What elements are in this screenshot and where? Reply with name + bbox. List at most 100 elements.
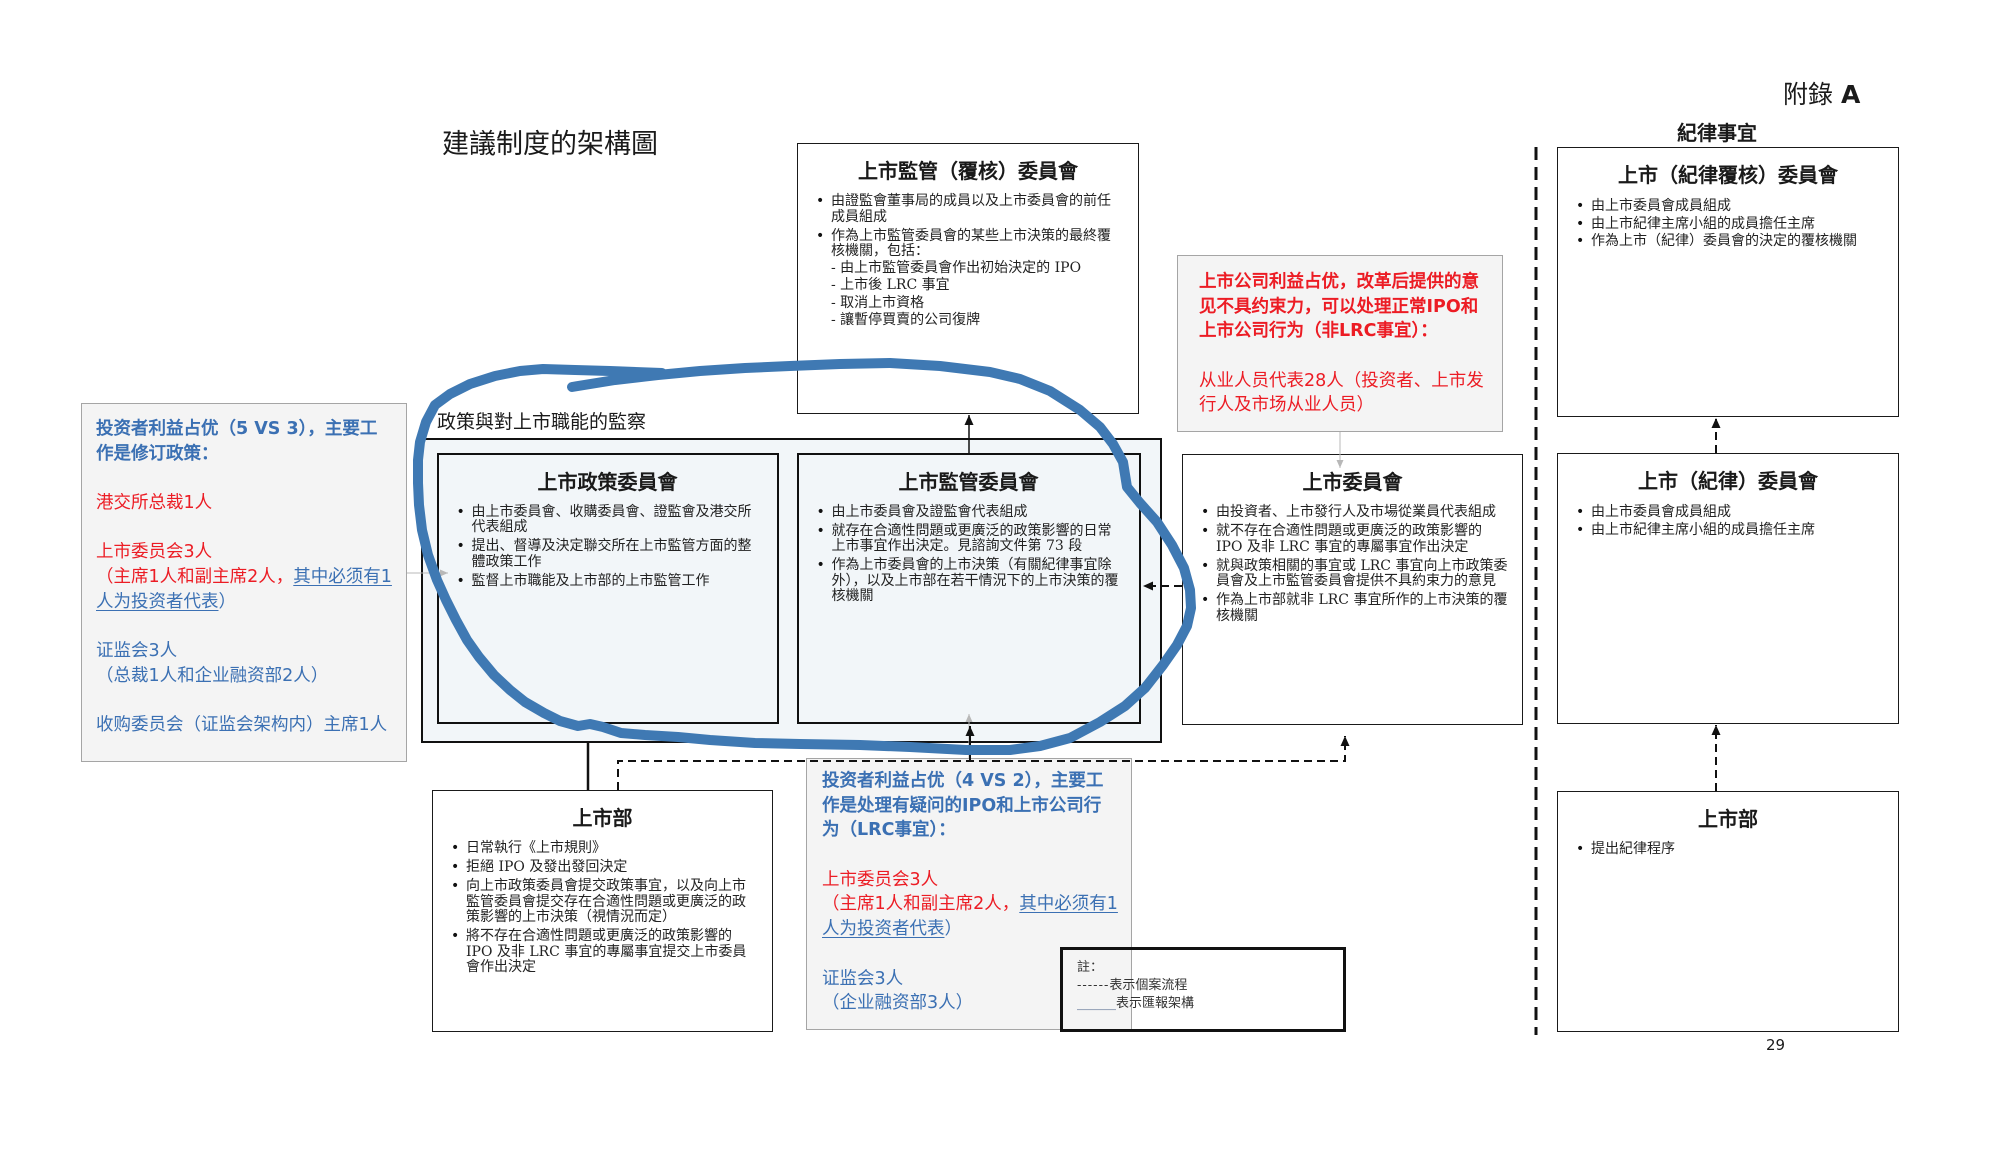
bullet-item: 作為上市部就非 LRC 事宜所作的上市決策的覆核機關 [1201,592,1508,624]
bullet-list: 由上市委員會成員組成 由上市紀律主席小組的成員擔任主席 作為上市（紀律）委員會的… [1558,198,1898,251]
note-heading-line: 作是处理有疑问的IPO和上市公司行 [822,795,1102,816]
box-title: 上市監管委員會 [898,469,1039,494]
box-title: 上市部 [1698,807,1758,831]
solid-line-icon: ______ [1077,996,1116,1011]
listing-committee-box: 上市委員會 由投資者、上市發行人及市場從業員代表組成 就不存在合適性問題或更廣泛… [1182,454,1523,725]
disciplinary-committee-box: 上市（紀律）委員會 由上市委員會成員組成 由上市紀律主席小組的成員擔任主席 [1557,453,1899,724]
listing-committee-count-line: 上市委员会3人 [822,869,939,890]
legend-item-case-flow: ------表示個案流程 [1077,977,1343,995]
note-heading-line: 上市公司行为（非LRC事宜）： [1199,321,1438,342]
box-title: 上市部 [572,806,633,830]
bullet-item: 由上市委員會成員組成 [1576,504,1884,522]
legend-label: 表示個案流程 [1109,978,1188,993]
disciplinary-review-committee-box: 上市（紀律覆核）委員會 由上市委員會成員組成 由上市紀律主席小組的成員擔任主席 … [1557,147,1899,417]
bullet-item: 就存在合適性問題或更廣泛的政策影響的日常上市事宜作出決定。見諮詢文件第 73 段 [817,523,1125,555]
appendix-word: 附錄 [1783,80,1834,109]
sub-item: - 上市後 LRC 事宜 [831,277,950,293]
note-heading-line: 为（LRC事宜）： [822,820,956,841]
bullet-item: 由上市委員會及證監會代表組成 [817,504,1125,521]
spacer [822,843,1131,868]
listing-committee-composition-note: 上市公司利益占优，改革后提供的意 见不具约束力，可以处理正常IPO和 上市公司行… [1177,255,1503,432]
legend-item-reporting: ______表示匯報架構 [1077,995,1343,1013]
detail-text: （主席1人和副主席2人， [96,567,294,588]
listing-department-discipline-box: 上市部 提出紀律程序 [1557,791,1899,1032]
members-line: 从业人员代表28人（投资者、上市发 [1199,370,1484,391]
listing-committee-detail-line: 人为投资者代表） [822,917,1131,942]
investor-rep-text: 人为投资者代表 [822,919,945,940]
policy-group-label: 政策與對上市職能的監察 [437,411,647,433]
bullet-item: 提出、督導及決定聯交所在上市監管方面的整體政策工作 [457,538,763,570]
bullet-item: 由證監會董事局的成員以及上市委員會的前任成員組成 [816,193,1124,225]
note-heading-line: 投资者利益占优（4 VS 2），主要工 [822,771,1104,791]
bullet-item: 日常執行《上市規則》 [451,840,758,857]
listing-committee-detail-line: 人为投资者代表） [96,590,406,615]
policy-committee-composition-note: 投资者利益占优（5 VS 3），主要工 作是修订政策： 港交所总裁1人 上市委员… [81,403,407,762]
bullet-item: 由上市紀律主席小組的成員擔任主席 [1576,522,1884,540]
listing-review-committee-box: 上市監管（覆核）委員會 由證監會董事局的成員以及上市委員會的前任成員組成 作為上… [797,143,1139,414]
bullet-item: 將不存在合適性問題或更廣泛的政策影響的IPO 及非 LRC 事宜的專屬事宜提交上… [451,928,758,976]
bullet-list: 由上市委員會成員組成 由上市紀律主席小組的成員擔任主席 [1558,504,1898,539]
box-title: 上市（紀律）委員會 [1638,469,1818,493]
bullet-list: 由投資者、上市發行人及市場從業員代表組成 就不存在合適性問題或更廣泛的政策影響的… [1183,504,1522,624]
hkex-ceo-line: 港交所总裁1人 [96,493,213,514]
investor-rep-text: 其中必须有1 [293,567,392,588]
bullet-item: 作為上市委員會的上市決策（有關紀律事宜除外），以及上市部在若干情況下的上市決策的… [817,557,1125,605]
note-heading-line: 作是修订政策： [96,443,219,464]
investor-rep-text: 其中必须有1 [1019,894,1118,915]
bullet-list: 由上市委員會、收購委員會、證監會及港交所代表組成 提出、督導及決定聯交所在上市監… [439,504,777,590]
bullet-item: 監督上市職能及上市部的上市監管工作 [457,573,763,590]
bullet-item: 向上市政策委員會提交政策事宜，以及向上市監管委員會提交存在合適性問題或更廣泛的政… [451,878,758,926]
spacer [1199,344,1502,369]
appendix-letter: A [1840,80,1861,109]
legend-label: 表示匯報架構 [1116,996,1195,1011]
bullet-list: 提出紀律程序 [1558,841,1898,858]
spacer [96,466,406,491]
listing-committee-detail-line: （主席1人和副主席2人，其中必须有1 [96,565,406,590]
dashed-line-icon: ------ [1077,978,1110,993]
box-title: 上市監管（覆核）委員會 [858,159,1078,183]
detail-close: ） [218,591,237,612]
page-title: 建議制度的架構圖 [442,129,658,160]
bullet-list: 日常執行《上市規則》 拒絕 IPO 及發出發回決定 向上市政策委員會提交政策事宜… [433,840,772,976]
bullet-item: 由上市紀律主席小組的成員擔任主席 [1576,216,1884,234]
legend-heading: 註： [1077,960,1104,975]
policy-oversight-group-box: 上市政策委員會 由上市委員會、收購委員會、證監會及港交所代表組成 提出、督導及決… [421,438,1162,743]
takeovers-panel-line: 收购委员会（证监会架构内）主席1人 [96,715,388,736]
members-line: 行人及市场从业人员） [1199,395,1374,416]
listing-policy-committee-box: 上市政策委員會 由上市委員會、收購委員會、證監會及港交所代表組成 提出、督導及決… [436,452,779,724]
bullet-item: 就與政策相關的事宜或 LRC 事宜向上市政策委員會及上市監管委員會提供不具約束力… [1201,558,1508,590]
bullet-item: 就不存在合適性問題或更廣泛的政策影響的IPO 及非 LRC 事宜的專屬事宜作出決… [1201,523,1508,555]
listing-committee-detail-line: （主席1人和副主席2人，其中必须有1 [822,892,1131,917]
bullet-list: 由證監會董事局的成員以及上市委員會的前任成員組成 作為上市監管委員會的某些上市決… [798,193,1138,260]
sub-item: - 取消上市資格 [831,294,925,311]
bullet-item: 由上市委員會、收購委員會、證監會及港交所代表組成 [457,504,763,536]
detail-close: ） [944,919,963,940]
bullet-item: 提出紀律程序 [1576,841,1884,858]
spacer [96,615,406,640]
note-heading-line: 上市公司利益占优，改革后提供的意 [1199,272,1479,292]
bullet-list: 由上市委員會及證監會代表組成 就存在合適性問題或更廣泛的政策影響的日常上市事宜作… [799,504,1139,605]
sfc-detail-line: （总裁1人和企业融资部2人） [96,665,329,686]
note-heading-line: 投资者利益占优（5 VS 3），主要工 [96,419,378,439]
appendix-label: 附錄 A [1783,80,1860,110]
listing-department-box: 上市部 日常執行《上市規則》 拒絕 IPO 及發出發回決定 向上市政策委員會提交… [432,790,773,1032]
sfc-detail-line: （企业融资部3人） [822,993,974,1014]
sub-item: - 由上市監管委員會作出初始決定的 IPO [831,259,1082,276]
detail-text: （主席1人和副主席2人， [822,894,1020,915]
box-title: 上市委員會 [1302,470,1403,494]
note-heading-line: 见不具约束力，可以处理正常IPO和 [1199,296,1479,317]
sfc-count-line: 证监会3人 [96,641,178,662]
bullet-item: 作為上市監管委員會的某些上市決策的最終覆核機關，包括： [816,228,1124,260]
legend-box: 註： ------表示個案流程 ______表示匯報架構 [1060,947,1346,1032]
box-title: 上市政策委員會 [537,469,678,494]
bullet-item: 作為上市（紀律）委員會的決定的覆核機關 [1576,233,1884,251]
discipline-matters-heading: 紀律事宜 [1677,121,1757,145]
bullet-item: 由上市委員會成員組成 [1576,198,1884,216]
listing-committee-count-line: 上市委员会3人 [96,542,213,563]
spacer [96,516,406,541]
listing-regulatory-committee-box: 上市監管委員會 由上市委員會及證監會代表組成 就存在合適性問題或更廣泛的政策影響… [796,452,1141,724]
investor-rep-text: 人为投资者代表 [96,591,219,612]
sub-item: - 讓暫停買賣的公司復牌 [831,312,981,328]
bullet-item: 拒絕 IPO 及發出發回決定 [451,859,758,876]
